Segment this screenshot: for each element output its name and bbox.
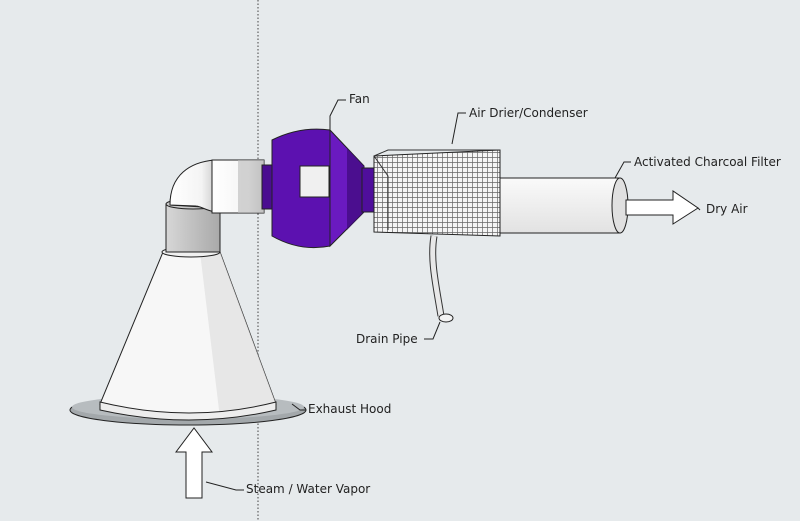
exhaust-hood-label: Exhaust Hood bbox=[308, 402, 392, 416]
steam-label: Steam / Water Vapor bbox=[246, 482, 371, 496]
drain-pipe-label: Drain Pipe bbox=[356, 332, 418, 346]
dry-air-arrow bbox=[625, 190, 699, 225]
fan bbox=[261, 128, 381, 249]
leader-lines bbox=[205, 99, 701, 491]
elbow-pipe bbox=[169, 159, 219, 213]
air-drier-condenser bbox=[373, 149, 501, 237]
air-drier-label: Air Drier/Condenser bbox=[469, 106, 588, 120]
drain-pipe bbox=[429, 235, 454, 323]
charcoal-filter bbox=[499, 177, 629, 234]
steam-arrow bbox=[175, 427, 213, 499]
horizontal-pipe bbox=[211, 159, 265, 214]
fan-label: Fan bbox=[349, 92, 370, 106]
exhaust-hood bbox=[69, 246, 307, 426]
dry-air-label: Dry Air bbox=[706, 202, 748, 216]
charcoal-filter-label: Activated Charcoal Filter bbox=[634, 155, 781, 169]
